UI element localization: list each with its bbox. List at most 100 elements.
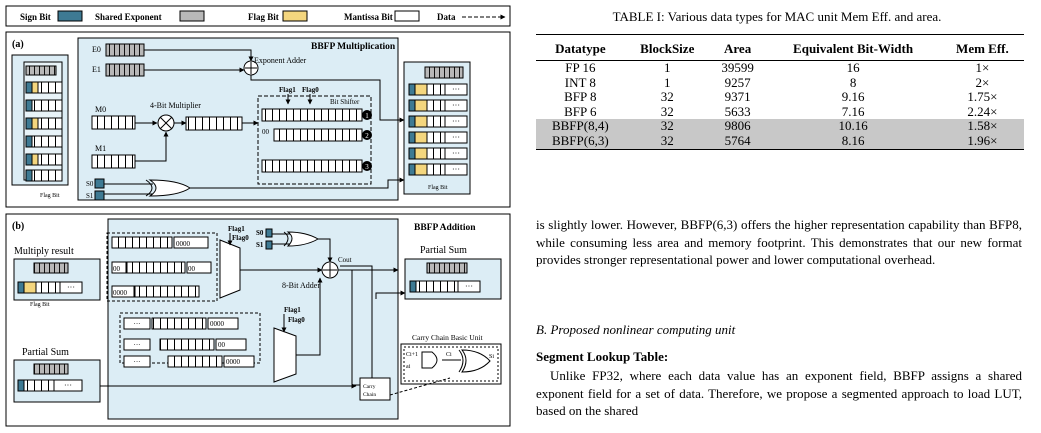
ellipsis: ··· <box>134 341 141 349</box>
sign-bit <box>409 280 417 293</box>
table-cell: INT 8 <box>564 74 596 90</box>
carry-chain-box <box>359 377 391 401</box>
exponent-adder-label: Exponent Adder <box>254 56 307 65</box>
panel-b: (b) BBFP Addition Multiply result ··· Fl… <box>5 213 511 427</box>
sign-bit <box>25 117 33 130</box>
shift-option-1-num: 1 <box>365 112 369 120</box>
zero-padding-box <box>111 261 127 274</box>
ellipsis: ··· <box>134 320 141 328</box>
mantissa-bits <box>37 117 63 130</box>
zero-padding-box <box>111 285 135 298</box>
mantissa-bits <box>31 99 63 112</box>
ellipsis: ··· <box>452 133 460 142</box>
ellipsis: ··· <box>452 165 460 174</box>
ellipsis: ··· <box>452 117 460 126</box>
more-bits <box>123 355 151 368</box>
architecture-figure: Sign Bit Shared Exponent Flag Bit Mantis… <box>5 5 511 427</box>
multiply-flag-bit-note: Flag Bit <box>30 302 50 308</box>
more-bits <box>444 115 468 128</box>
table-cell: 7.16 <box>841 103 865 119</box>
mantissa-bits <box>159 338 215 351</box>
shift-row-3 <box>261 159 363 173</box>
s0-label: S0 <box>86 180 94 188</box>
mantissa-bits <box>23 379 55 392</box>
ci-label: Ci <box>446 352 452 358</box>
table-cell: BBFP(6,3) <box>536 133 625 150</box>
multiply-result-label: Multiply result <box>14 246 74 257</box>
panel-a: (a) BBFP Multiplication Flag Bit E0 E1 E… <box>5 31 511 208</box>
zero-padding: 00 <box>218 341 226 349</box>
bit-shifter-box <box>257 95 372 185</box>
m1-register <box>91 154 136 169</box>
table-cell: 8.16 <box>765 133 941 150</box>
table-cell: 1.58× <box>940 119 1024 134</box>
section-heading: B. Proposed nonlinear computing unit <box>536 322 736 337</box>
zero-padding: 00 <box>188 265 196 273</box>
flag-bits <box>31 81 39 94</box>
cout-label: Cout <box>338 256 352 264</box>
flag1-label: Flag1 <box>279 86 296 94</box>
flag-bits <box>23 281 37 294</box>
ellipsis: ··· <box>452 149 460 158</box>
table-caption: TABLE I: Various data types for MAC unit… <box>612 9 942 24</box>
more-bits <box>123 317 151 330</box>
mantissa-bits <box>37 153 63 166</box>
sign-bit <box>25 153 33 166</box>
legend-data-label: Data <box>437 12 456 22</box>
zero-padding-box <box>207 317 239 330</box>
s0-register <box>94 178 105 189</box>
legend-exponent-swatch <box>179 10 205 22</box>
sign-bit <box>25 169 33 182</box>
ellipsis: ··· <box>452 101 460 110</box>
table-cell: 5633 <box>724 103 751 119</box>
upper-flag1-label: Flag1 <box>228 225 245 233</box>
zero-padding-box <box>223 355 255 368</box>
zero-padding-box <box>186 261 212 274</box>
e0-register <box>105 43 145 57</box>
mantissa-bits <box>426 99 446 112</box>
b-sign-xor-gate <box>286 231 319 247</box>
and-gate-icon <box>421 351 438 369</box>
carry-chain-label-1: Carry <box>363 384 376 390</box>
table-cell: 1 <box>664 60 671 75</box>
table-cell: 2× <box>975 74 990 90</box>
legend-mantissa-label: Mantissa Bit <box>344 12 393 22</box>
table-header-cell: BlockSize <box>624 34 710 61</box>
sign-bit <box>25 135 33 148</box>
legend-flag-label: Flag Bit <box>248 12 279 22</box>
legend-flag-swatch <box>282 10 308 22</box>
mantissa-bits <box>426 147 446 160</box>
shift-option-3-icon <box>362 161 372 171</box>
adder-label: 8-Bit Adder <box>282 281 320 290</box>
ellipsis: ··· <box>465 282 473 291</box>
flag-bits <box>414 99 428 112</box>
m0-label: M0 <box>95 105 106 114</box>
table-cell: BBFP(8,4) <box>536 119 625 134</box>
table-cell: 2.24× <box>967 103 998 119</box>
table-header-cell: Equivalent Bit-Width <box>765 34 941 61</box>
more-bits <box>59 281 83 294</box>
multiplier-label: 4-Bit Multiplier <box>150 101 201 110</box>
sign-bit <box>25 99 33 112</box>
table-cell: 32 <box>624 119 710 134</box>
sign-bit <box>408 147 416 160</box>
mantissa-bits <box>167 355 223 368</box>
b-s1-register <box>265 240 273 250</box>
e1-label: E1 <box>92 65 101 74</box>
sign-bit <box>408 163 416 176</box>
legend-sign-label: Sign Bit <box>20 12 51 22</box>
ellipsis: ··· <box>134 358 141 366</box>
more-bits <box>53 379 83 392</box>
carry-chain-label-2: Chain <box>363 392 376 398</box>
ellipsis: ··· <box>452 85 460 94</box>
mantissa-bits <box>134 285 200 298</box>
input-data-stack: Flag Bit <box>11 54 69 199</box>
xor-gate-icon <box>460 349 491 373</box>
mantissa-bits <box>37 81 63 94</box>
table-cell: 1.96× <box>940 133 1024 150</box>
